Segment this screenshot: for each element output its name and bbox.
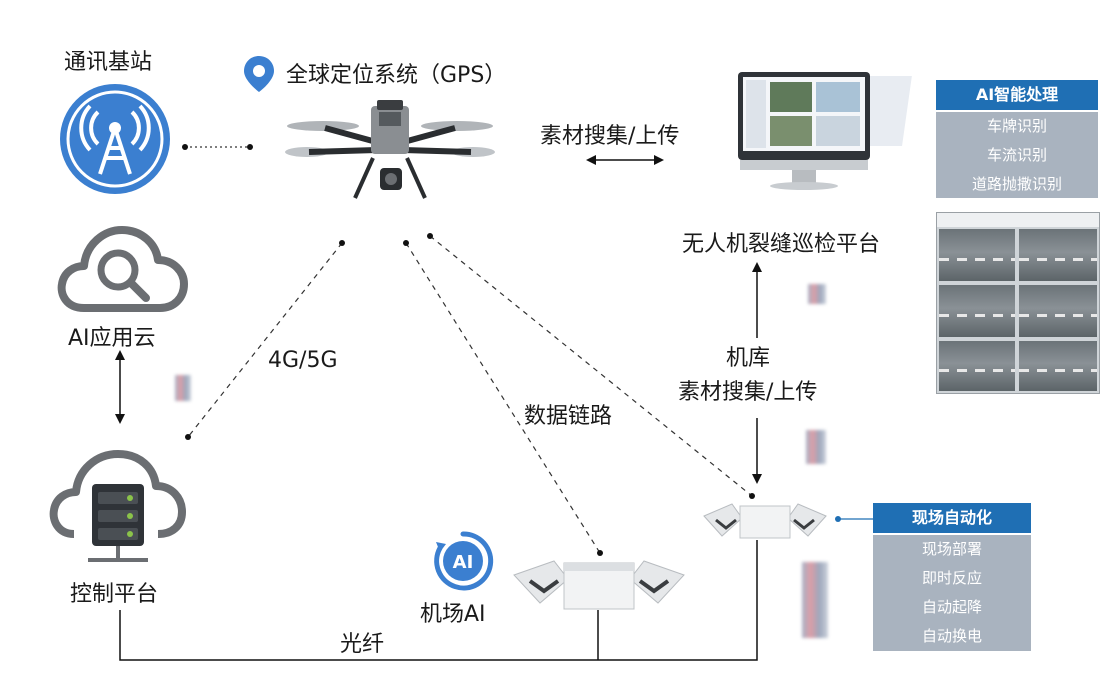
automation-item: 即时反应 (921, 569, 982, 587)
ai-processing-item: 车流识别 (986, 146, 1047, 164)
automation-item: 自动起降 (921, 598, 982, 616)
automation-item: 自动换电 (921, 627, 982, 645)
svg-text:AI: AI (453, 552, 474, 573)
location-pin-icon (244, 56, 274, 92)
crack-platform-label: 无人机裂缝巡检平台 (682, 232, 881, 257)
link-dot (597, 550, 603, 556)
cloud-search-icon (57, 226, 188, 312)
road-image (939, 229, 1015, 281)
hangar-down-head (752, 474, 762, 484)
network-link (187, 242, 343, 438)
material-upload-label: 素材搜集/上传 (540, 124, 680, 149)
link-dot (427, 233, 433, 239)
blur-artifact (806, 430, 826, 464)
upload-arrow-head-left (586, 155, 596, 165)
link-dot (339, 240, 345, 246)
data-link (405, 242, 601, 554)
blur-artifact (808, 284, 826, 304)
hangar-upload-label: 素材搜集/上传 (678, 380, 818, 405)
link-dot (403, 240, 409, 246)
hangar-link (429, 235, 753, 497)
road-image (939, 285, 1015, 337)
automation-panel: 现场自动化 现场部署 即时反应 自动起降 自动换电 (873, 503, 1031, 651)
blur-artifact (175, 375, 191, 401)
drone-dock-icon (513, 560, 685, 610)
hangar-up-head (752, 262, 762, 272)
gps-label: 全球定位系统（GPS） (286, 63, 507, 88)
link-dot (247, 144, 253, 150)
ai-processing-panel: AI智能处理 车牌识别 车流识别 道路抛撒识别 (936, 80, 1098, 198)
base-station-label: 通讯基站 (64, 50, 153, 75)
road-image (939, 341, 1015, 391)
fiber-link (119, 540, 758, 661)
ai-processing-item: 车牌识别 (986, 117, 1047, 135)
monitor-icon (738, 72, 912, 190)
blur-artifact (802, 562, 828, 638)
drone-icon (285, 100, 495, 199)
base-station-icon (60, 84, 170, 194)
link-dot (185, 434, 191, 440)
road-image-grid (936, 212, 1100, 394)
ai-processing-item: 道路抛撒识别 (971, 175, 1062, 193)
automation-title: 现场自动化 (873, 503, 1031, 535)
ai-processing-title: AI智能处理 (936, 80, 1098, 112)
network-label: 4G/5G (268, 348, 338, 373)
airport-ai-label: 机场AI (420, 602, 486, 627)
data-link-label: 数据链路 (524, 404, 613, 429)
ai-badge-icon: AI (434, 531, 494, 591)
link-dot (749, 493, 755, 499)
link-dot (182, 144, 188, 150)
link-dot (835, 516, 841, 522)
road-image (1019, 285, 1097, 337)
fiber-label: 光纤 (340, 632, 385, 657)
control-platform-label: 控制平台 (70, 582, 159, 607)
server-cloud-icon (49, 450, 186, 562)
road-image (1019, 341, 1097, 391)
hangar-dock-icon (703, 503, 827, 539)
road-image (1019, 229, 1097, 281)
cloud-control-head-down (115, 414, 125, 424)
ai-cloud-label: AI应用云 (68, 326, 156, 351)
automation-item: 现场部署 (921, 540, 982, 558)
upload-arrow-head-right (654, 155, 664, 165)
grid-header (937, 213, 1099, 227)
hangar-label: 机库 (726, 346, 771, 371)
cloud-control-head-up (115, 350, 125, 360)
